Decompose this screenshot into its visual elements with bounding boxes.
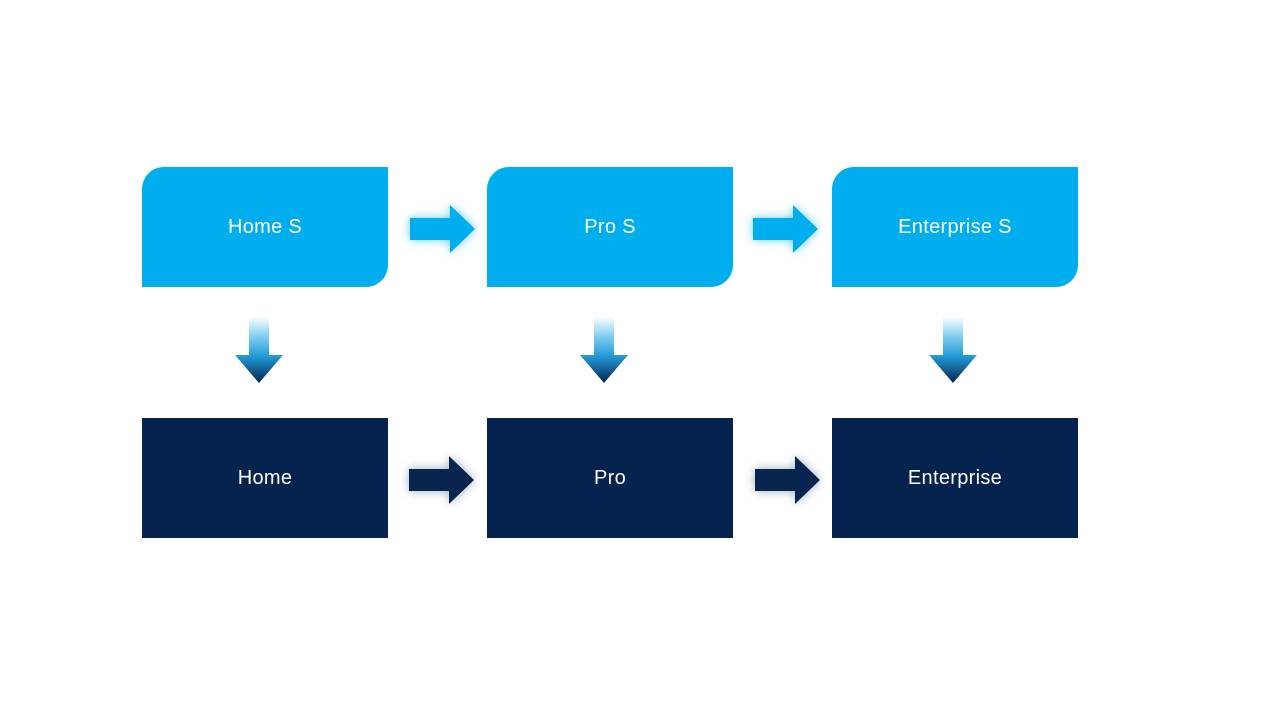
down-arrow-home-s-to-home-icon bbox=[235, 317, 283, 383]
node-home-s: Home S bbox=[142, 167, 388, 287]
node-pro-label: Pro bbox=[593, 466, 627, 489]
node-enterprise-s: Enterprise S bbox=[832, 167, 1078, 287]
node-pro-s: Pro S bbox=[487, 167, 733, 287]
down-arrow-enterprise-s-to-enterprise-icon bbox=[929, 317, 977, 383]
node-enterprise-s-label: Enterprise S bbox=[898, 215, 1012, 238]
down-arrow-pro-s-to-pro-icon bbox=[580, 317, 628, 383]
right-arrow-pro-s-to-enterprise-s-icon bbox=[753, 205, 818, 253]
node-home-label: Home bbox=[237, 466, 293, 489]
right-arrow-home-to-pro-icon bbox=[409, 456, 474, 504]
node-enterprise-label: Enterprise bbox=[907, 466, 1003, 489]
node-enterprise: Enterprise bbox=[832, 418, 1078, 538]
node-home-s-label: Home S bbox=[227, 215, 303, 238]
node-pro-s-label: Pro S bbox=[584, 215, 636, 238]
right-arrow-home-s-to-pro-s-icon bbox=[410, 205, 475, 253]
right-arrow-pro-to-enterprise-icon bbox=[755, 456, 820, 504]
node-pro: Pro bbox=[487, 418, 733, 538]
node-home: Home bbox=[142, 418, 388, 538]
